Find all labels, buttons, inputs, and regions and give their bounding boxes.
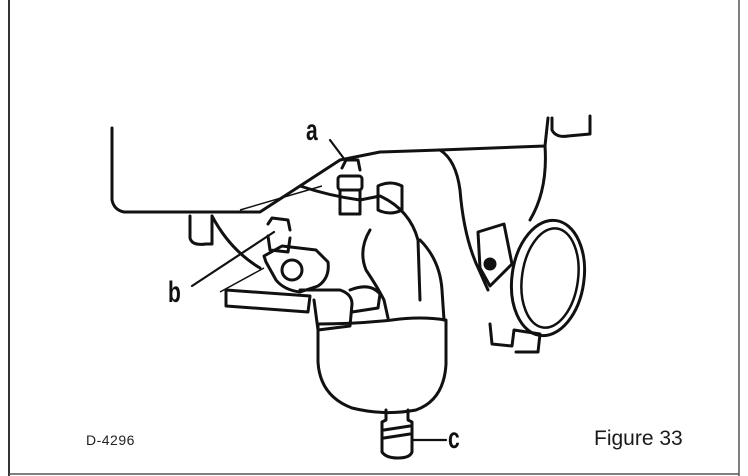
- horn-support: [488, 322, 542, 354]
- drain-nut-thread-2: [382, 432, 412, 440]
- figure-caption: Figure 33: [594, 427, 683, 450]
- fuel-inlet: [348, 285, 382, 314]
- leader-line-a: [328, 138, 347, 162]
- carburetor-body: [210, 184, 422, 302]
- adjust-screw-a-cap: [336, 174, 364, 192]
- bowl-drain-nut: [380, 408, 414, 460]
- mounting-boss-left: [188, 214, 214, 246]
- drawing-code: D-4296: [86, 432, 135, 448]
- top-boss: [376, 181, 404, 215]
- engine-housing: [110, 114, 592, 214]
- bowl-neck: [361, 228, 446, 322]
- leader-underline-b: [219, 267, 265, 293]
- leader-line-b: [190, 230, 276, 288]
- bracket-hole: [483, 257, 497, 271]
- fuel-line-fitting: [298, 288, 354, 332]
- callout-a-label: a: [306, 114, 318, 147]
- throttle-bracket: [476, 222, 514, 288]
- mixture-screw-b: [266, 216, 292, 254]
- air-horn-inner: [520, 227, 580, 329]
- linkage-arm: [262, 244, 330, 294]
- adjust-screw-a: [338, 158, 362, 216]
- callout-b-label: b: [168, 276, 181, 309]
- float-bowl: [316, 316, 448, 415]
- leader-underline-a: [239, 185, 323, 211]
- callout-c-label: c: [448, 422, 460, 455]
- drain-nut-thread-1: [382, 424, 412, 432]
- intake-throat: [438, 144, 547, 292]
- linkage-pivot: [280, 258, 304, 282]
- fuel-line: [224, 288, 312, 314]
